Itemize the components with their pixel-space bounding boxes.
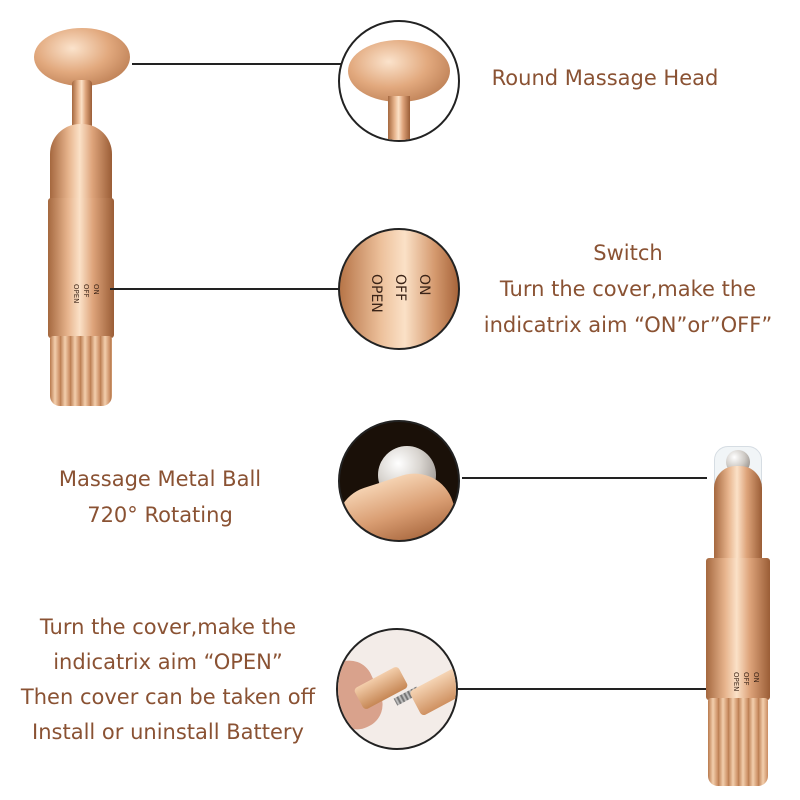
mark-off: OFF [82, 284, 90, 298]
zoom-metal-ball [338, 420, 460, 542]
ball-text-block: Massage Metal Ball 720° Rotating [30, 464, 290, 534]
zoom-switch: ON OFF OPEN [338, 228, 460, 350]
battery-cover [50, 336, 112, 406]
connector-head [132, 63, 342, 65]
zoom-mark-on: ON [416, 274, 432, 296]
device-metal-ball: ON OFF OPEN [700, 440, 780, 790]
switch-line-1: Turn the cover,make the [499, 277, 757, 301]
zoom-round-head [338, 20, 460, 142]
battery-line-1: Turn the cover,make the [39, 615, 297, 639]
switch-text-block: Switch Turn the cover,make the indicatri… [468, 238, 788, 348]
zoom-body [408, 663, 456, 717]
round-massage-head [34, 28, 130, 86]
upper-taper [50, 124, 112, 204]
zoom-mark-open: OPEN [368, 274, 384, 313]
zoom-head-neck [388, 96, 410, 140]
connector-switch [110, 288, 342, 290]
switch-line-2: indicatrix aim “ON”or”OFF” [483, 313, 773, 337]
ball-device-body [706, 558, 770, 700]
ball-line-2: 720° Rotating [87, 503, 233, 527]
zoom-mark-off: OFF [392, 274, 408, 302]
ball-mark-off: OFF [742, 672, 750, 686]
mark-on: ON [92, 284, 100, 295]
connector-ball [462, 477, 707, 479]
battery-line-4: Install or uninstall Battery [32, 720, 304, 744]
ball-mark-open: OPEN [732, 672, 740, 692]
device-round-head: ON OFF OPEN [28, 28, 138, 408]
ball-holder [714, 466, 762, 566]
connector-battery [458, 688, 708, 690]
battery-text-block: Turn the cover,make the indicatrix aim “… [8, 612, 328, 752]
zoom-battery [336, 628, 458, 750]
zoom-head-disc [348, 40, 450, 102]
switch-title: Switch [593, 241, 663, 265]
ball-line-1: Massage Metal Ball [58, 467, 262, 491]
ball-mark-on: ON [752, 672, 760, 683]
label-round-massage-head: Round Massage Head [491, 66, 719, 90]
battery-line-3: Then cover can be taken off [20, 685, 316, 709]
mark-open: OPEN [72, 284, 80, 304]
battery-line-2: indicatrix aim “OPEN” [53, 650, 283, 674]
head-neck [72, 80, 92, 130]
device-body [48, 198, 114, 338]
ball-battery-cover [708, 698, 768, 786]
